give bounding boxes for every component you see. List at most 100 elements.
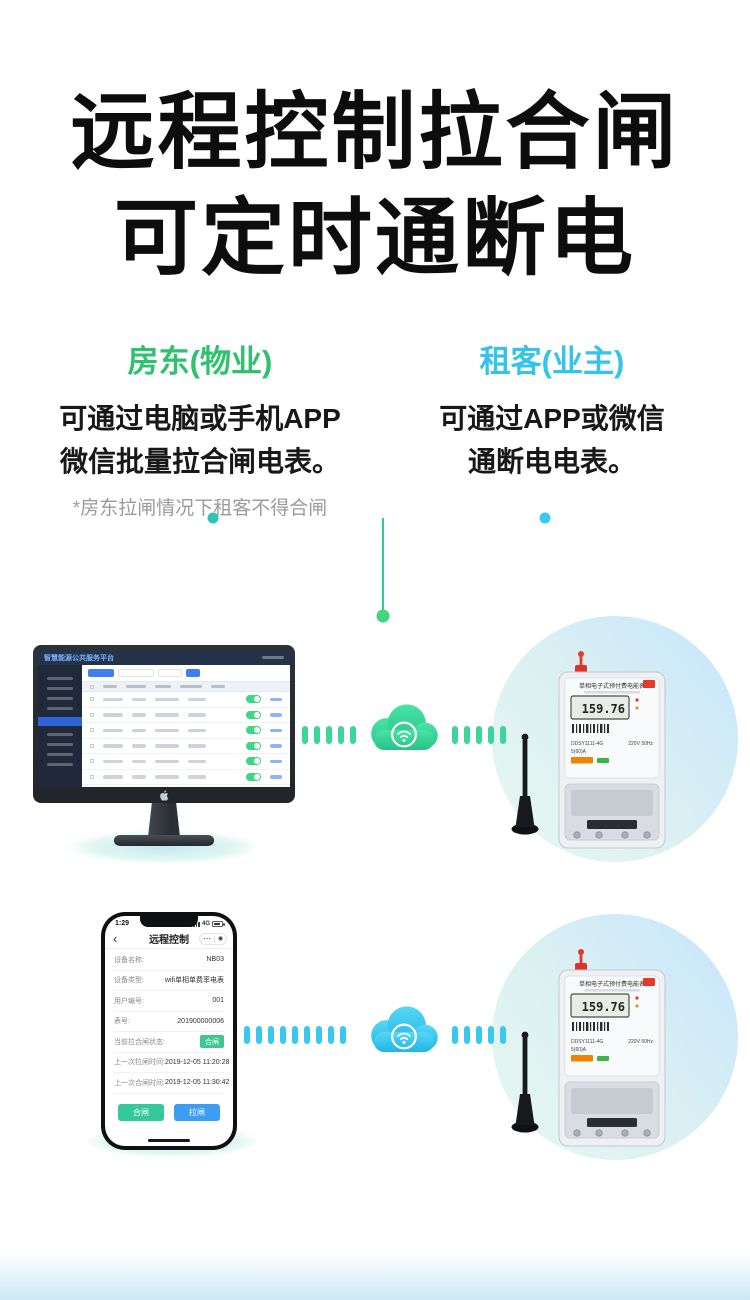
sidebar-menu-item[interactable] bbox=[47, 697, 73, 700]
lcd-reading: 159.76 bbox=[582, 1000, 625, 1014]
cell-text-skeleton bbox=[155, 728, 179, 732]
bottom-gradient bbox=[0, 1252, 750, 1300]
meter-table-row[interactable] bbox=[82, 692, 290, 708]
header-cell-skeleton bbox=[211, 684, 225, 689]
external-antenna bbox=[511, 733, 539, 835]
control-buttons: 合闸 拉闸 bbox=[105, 1103, 233, 1121]
meter-table-row[interactable] bbox=[82, 754, 290, 770]
back-arrow-icon[interactable]: ‹ bbox=[113, 931, 118, 946]
device-info-list: 设备名称: NB03 设备类型: wifi单相单费率电表 用户编号: 001 表… bbox=[105, 949, 233, 1094]
meter-table-row[interactable] bbox=[82, 739, 290, 754]
landlord-column: 房东(物业) 可通过电脑或手机APP 微信批量拉合闸电表。 *房东拉闸情况下租客… bbox=[40, 336, 360, 520]
toolbar-filter-skeleton[interactable] bbox=[158, 669, 182, 677]
sidebar-menu-item[interactable] bbox=[47, 707, 73, 710]
dashboard-sidebar bbox=[38, 665, 82, 787]
serial-strip bbox=[587, 820, 637, 829]
barcode bbox=[572, 724, 609, 733]
meter-standards-skeleton bbox=[584, 691, 640, 694]
phone-screen: 1:29 4G ‹ 远程控制 ⋯ ◉ bbox=[105, 916, 233, 1146]
landlord-note: *房东拉闸情况下租客不得合闸 bbox=[72, 498, 328, 519]
meter-class-tag bbox=[643, 680, 655, 688]
meter-table-row[interactable] bbox=[82, 708, 290, 723]
row-checkbox[interactable] bbox=[90, 712, 94, 717]
header-cell-skeleton bbox=[103, 684, 117, 689]
toolbar-search-skeleton[interactable] bbox=[118, 669, 154, 677]
field-value: wifi单相单费率电表 bbox=[164, 977, 224, 985]
close-switch-button[interactable]: 合闸 bbox=[118, 1103, 164, 1121]
switch-toggle-on[interactable] bbox=[246, 726, 261, 735]
dashboard-screenshot: 智慧能源公共服务平台 bbox=[38, 650, 290, 787]
meter-table-row[interactable] bbox=[82, 770, 290, 785]
sidebar-menu-item[interactable] bbox=[47, 753, 73, 756]
toolbar-button-skeleton[interactable] bbox=[186, 669, 200, 677]
sidebar-menu-item[interactable] bbox=[47, 687, 73, 690]
battery-icon bbox=[212, 921, 225, 927]
terminal-panel bbox=[571, 1088, 653, 1114]
meter-table-row[interactable] bbox=[82, 723, 290, 739]
select-all-checkbox[interactable] bbox=[90, 684, 94, 689]
indicator-light-red bbox=[635, 996, 639, 1000]
cell-text-skeleton bbox=[188, 697, 206, 701]
row-action-link-skeleton[interactable] bbox=[270, 728, 282, 732]
meter-red-antenna bbox=[575, 949, 587, 971]
sidebar-menu-item[interactable] bbox=[47, 743, 73, 746]
field-label: 当前拉合闸状态: bbox=[114, 1038, 165, 1046]
row-action-link-skeleton[interactable] bbox=[270, 713, 282, 717]
terminal-screws bbox=[573, 1129, 651, 1137]
switch-toggle-on[interactable] bbox=[246, 710, 261, 719]
smart-electric-meter: 单相电子式预付费电能表 159.76 DDSY1111-4G 220V 50Hz… bbox=[558, 651, 666, 849]
cell-text-skeleton bbox=[188, 759, 206, 763]
row-action-link-skeleton[interactable] bbox=[270, 775, 282, 779]
cell-text-skeleton bbox=[188, 744, 206, 748]
sidebar-menu-item[interactable] bbox=[47, 763, 73, 766]
indicator-light-orange bbox=[635, 706, 639, 710]
meter-title: 单相电子式预付费电能表 bbox=[579, 980, 645, 988]
row-action-link-skeleton[interactable] bbox=[270, 697, 282, 701]
meter-table-header bbox=[82, 681, 290, 692]
toolbar-button-skeleton[interactable] bbox=[88, 669, 114, 677]
cell-text-skeleton bbox=[103, 713, 123, 717]
sidebar-menu-item[interactable] bbox=[47, 677, 73, 680]
cell-text-skeleton bbox=[103, 759, 123, 763]
indicator-light-red bbox=[635, 698, 639, 702]
row-checkbox[interactable] bbox=[90, 697, 94, 702]
open-switch-button[interactable]: 拉闸 bbox=[174, 1103, 220, 1121]
miniprogram-capsule[interactable]: ⋯ ◉ bbox=[199, 932, 227, 945]
meter-model: DDSY1111-4G bbox=[571, 741, 603, 747]
sidebar-menu-item[interactable] bbox=[47, 733, 73, 736]
switch-toggle-on[interactable] bbox=[246, 695, 261, 704]
row-checkbox[interactable] bbox=[90, 774, 94, 779]
close-circle-icon[interactable]: ◉ bbox=[217, 935, 224, 942]
terminal-screws bbox=[573, 831, 651, 839]
more-dots-icon[interactable]: ⋯ bbox=[202, 933, 211, 943]
cell-text-skeleton bbox=[188, 728, 206, 732]
tenant-text-line2: 通断电电表。 bbox=[467, 446, 636, 477]
app-page-title: 远程控制 bbox=[149, 935, 189, 946]
sidebar-menu-item-active[interactable] bbox=[38, 717, 82, 726]
row-checkbox[interactable] bbox=[90, 743, 94, 748]
field-label: 设备类型: bbox=[114, 977, 144, 985]
switch-toggle-on[interactable] bbox=[246, 772, 261, 781]
serial-strip bbox=[587, 1118, 637, 1127]
field-value: 2019-12-05 11:20:28 bbox=[164, 1058, 230, 1066]
row-checkbox[interactable] bbox=[90, 759, 94, 764]
row-checkbox[interactable] bbox=[90, 728, 94, 733]
connector-dot-left bbox=[207, 512, 219, 524]
row-action-link-skeleton[interactable] bbox=[270, 744, 282, 748]
cell-text-skeleton bbox=[132, 728, 146, 732]
cell-text-skeleton bbox=[132, 744, 146, 748]
landlord-heading: 房东(物业) bbox=[127, 344, 273, 379]
switch-toggle-on[interactable] bbox=[246, 741, 261, 750]
switch-toggle-on[interactable] bbox=[246, 757, 261, 766]
cell-text-skeleton bbox=[132, 759, 146, 763]
field-value: 201900000006 bbox=[177, 1017, 224, 1025]
row-action-link-skeleton[interactable] bbox=[270, 759, 282, 763]
phone-status-bar: 1:29 4G bbox=[105, 916, 233, 927]
landlord-text-line2: 微信批量拉合闸电表。 bbox=[59, 446, 340, 477]
tenant-column: 租客(业主) 可通过APP或微信 通断电电表。 bbox=[392, 336, 712, 483]
field-row-user-number: 用户编号: 001 bbox=[114, 991, 224, 1012]
monitor-screen: 智慧能源公共服务平台 bbox=[33, 645, 295, 803]
field-label: 设备名称: bbox=[114, 956, 144, 964]
smart-electric-meter: 单相电子式预付费电能表 159.76 DDSY1111-4G 220V 50Hz… bbox=[558, 949, 666, 1147]
